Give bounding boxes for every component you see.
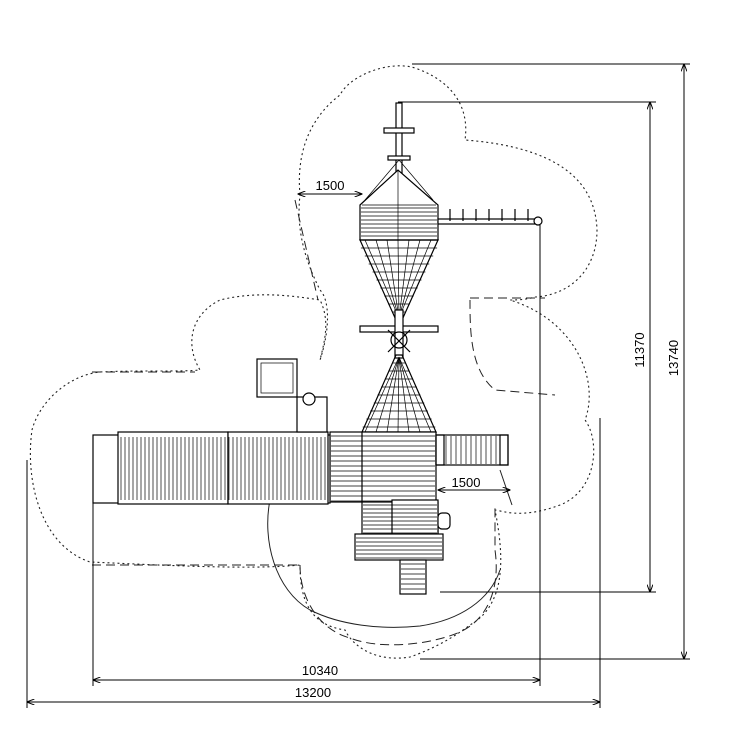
- hatch-line: [398, 356, 410, 433]
- hatch-line: [398, 239, 432, 319]
- hatch-line: [364, 239, 400, 319]
- hatch-line: [398, 356, 421, 433]
- small-tower: [256, 358, 328, 433]
- main-deck: [329, 431, 437, 503]
- dimension-overall-width: 13200: [26, 418, 601, 708]
- equipment-height-label: 11370: [632, 332, 647, 367]
- upper-climbing-net: [359, 239, 439, 321]
- dimension-clearance-side: 1500: [438, 475, 510, 490]
- dimension-clearance-top: 1500: [298, 178, 362, 194]
- clearance-side-label: 1500: [452, 475, 481, 490]
- hatch-line: [397, 239, 400, 319]
- safety-area-outline: [29, 65, 598, 659]
- lower-platform: [354, 499, 451, 561]
- hatch-line: [386, 239, 400, 319]
- right-slide: [435, 434, 509, 466]
- hatch-line: [375, 239, 400, 319]
- hatch-line: [398, 356, 432, 433]
- hatch-line: [364, 356, 400, 433]
- clearance-top-label: 1500: [316, 178, 345, 193]
- hatch-line: [386, 356, 400, 433]
- ladder: [399, 559, 427, 595]
- fall-zone-outline: [92, 199, 556, 646]
- hatch-line: [398, 239, 421, 319]
- overall-height-label: 13740: [666, 340, 681, 376]
- dimension-overall-height: 13740: [412, 63, 690, 660]
- hatch-line: [375, 356, 400, 433]
- dimension-equipment-height: 11370: [398, 101, 656, 593]
- long-bridge: [92, 431, 331, 505]
- bow-deck: [359, 169, 439, 241]
- overall-width-label: 13200: [295, 685, 331, 700]
- hatch-line: [397, 356, 400, 433]
- hatch-line: [398, 239, 410, 319]
- side-rail: [437, 209, 543, 226]
- center-mast: [359, 309, 439, 359]
- equipment-width-label: 10340: [302, 663, 338, 678]
- lower-climbing-net: [361, 354, 437, 433]
